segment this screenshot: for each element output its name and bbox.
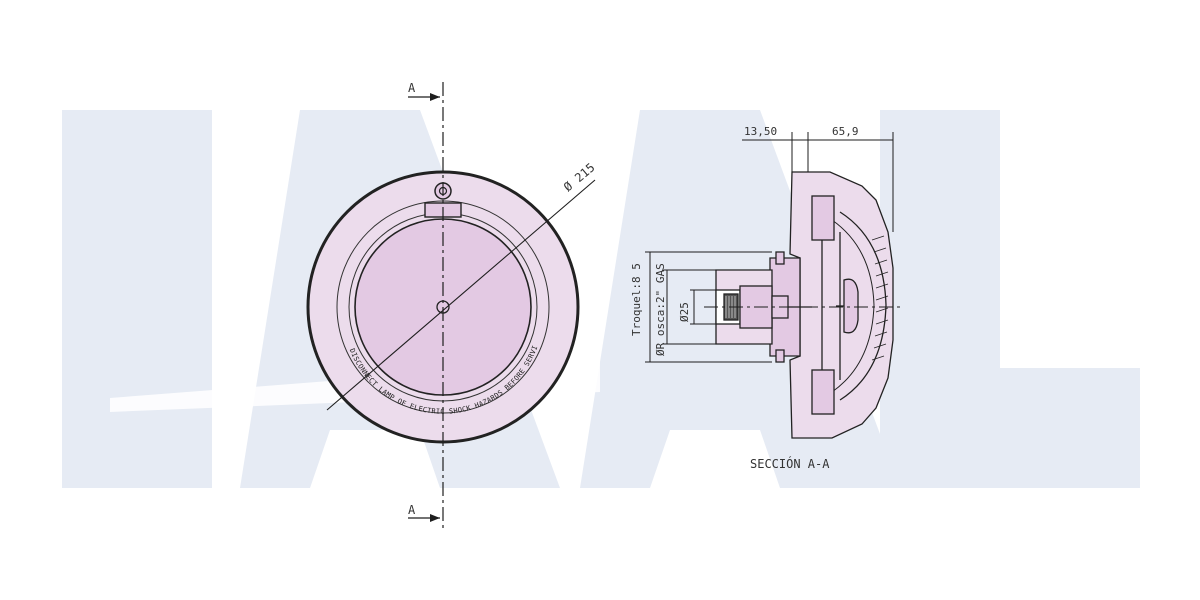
lens-curve (839, 211, 887, 401)
section-caption: SECCIÓN A-A (750, 456, 830, 471)
dim-rosca: ØR osca:2" GAS (654, 263, 667, 356)
diameter-label: Ø 215 (561, 160, 598, 194)
housing-body (789, 171, 894, 439)
section-dimensions (645, 132, 894, 363)
dim-depth-left: 13,50 (744, 125, 777, 138)
dim-inner: Ø25 (678, 302, 691, 322)
watermark-logo (62, 110, 1140, 488)
section-view (704, 171, 900, 439)
diameter-leader (326, 179, 596, 411)
section-letter-bottom: A (408, 503, 416, 517)
section-mark-top: A (408, 81, 440, 101)
section-mark-bottom: A (408, 503, 440, 522)
dim-depth-right: 65,9 (832, 125, 859, 138)
section-letter-top: A (408, 81, 416, 95)
dim-troquel: Troquel:8 5 (630, 263, 643, 336)
bulb (836, 278, 859, 334)
lens-hatch (871, 235, 889, 361)
